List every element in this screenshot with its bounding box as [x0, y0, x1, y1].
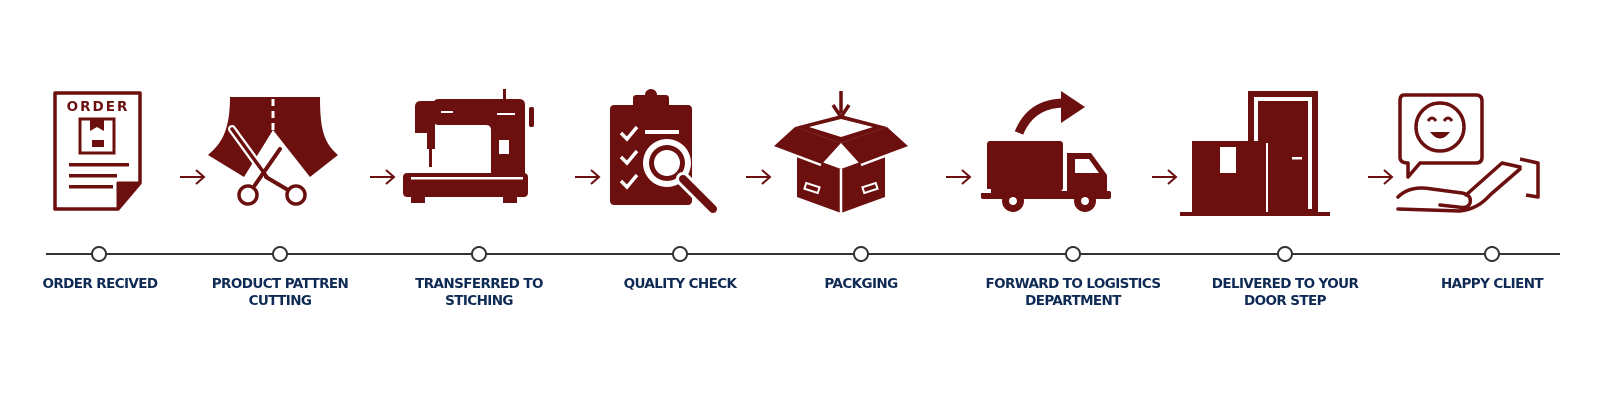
timeline-dot [1484, 246, 1500, 262]
step-label-delivered: DELIVERED TO YOUR DOOR STEP [1211, 276, 1359, 309]
step-label-happy-client: HAPPY CLIENT [1440, 276, 1544, 292]
scissors-fabric-icon [200, 85, 350, 225]
sewing-machine-icon [393, 85, 543, 225]
step-label-order-received: ORDER RECIVED [42, 276, 158, 292]
next-arrow-icon [746, 169, 772, 185]
next-arrow-icon [575, 169, 601, 185]
timeline-dot [1065, 246, 1081, 262]
next-arrow-icon [180, 169, 206, 185]
order-document-icon: ORDER [22, 85, 172, 225]
timeline-dot [1277, 246, 1293, 262]
next-arrow-icon [1152, 169, 1178, 185]
timeline-dot [272, 246, 288, 262]
step-label-packaging: PACKGING [824, 276, 898, 292]
timeline-dot [471, 246, 487, 262]
step-label-stitching: TRANSFERRED TO STICHING [415, 276, 543, 309]
delivery-truck-icon [973, 85, 1123, 225]
order-icon-text: ORDER [67, 99, 130, 115]
timeline-line [46, 253, 1560, 255]
timeline-dot [853, 246, 869, 262]
next-arrow-icon [1368, 169, 1394, 185]
clipboard-magnifier-icon [595, 85, 745, 225]
happy-hand-icon [1390, 85, 1540, 225]
open-box-icon [767, 85, 917, 225]
box-door-icon [1180, 85, 1330, 225]
step-label-logistics: FORWARD TO LOGISTICS DEPARTMENT [985, 276, 1161, 309]
timeline-dot [91, 246, 107, 262]
timeline-dot [672, 246, 688, 262]
step-label-pattern-cutting: PRODUCT PATTREN CUTTING [211, 276, 349, 309]
next-arrow-icon [370, 169, 396, 185]
next-arrow-icon [946, 169, 972, 185]
step-label-quality-check: QUALITY CHECK [623, 276, 737, 292]
